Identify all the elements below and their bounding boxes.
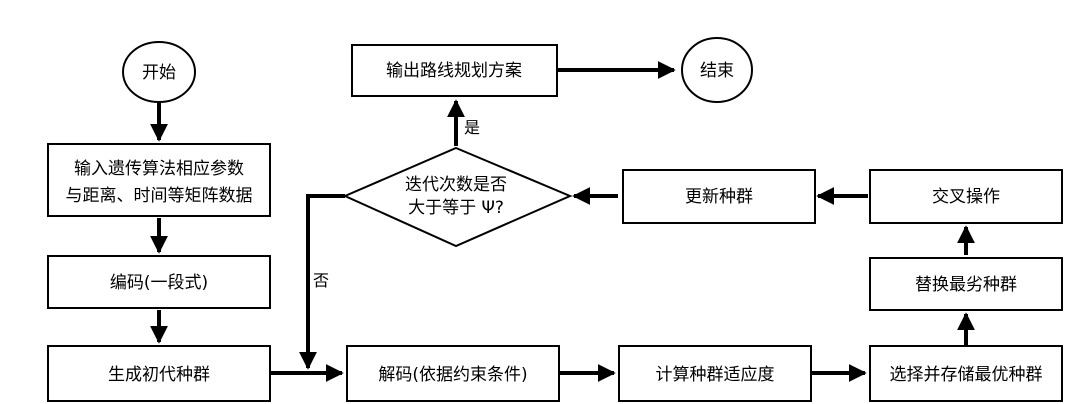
decode-node: 解码(依据约束条件) (346, 345, 560, 402)
output-plan-node: 输出路线规划方案 (351, 44, 558, 97)
crossover-node: 交叉操作 (869, 169, 1063, 224)
select-best-node: 选择并存储最优种群 (869, 345, 1063, 402)
input-params-label-line2: 与距离、时间等矩阵数据 (66, 186, 253, 206)
edge-condition-to-decode-no (299, 194, 345, 370)
end-node: 结束 (681, 37, 753, 103)
condition-label-line1: 迭代次数是否 (405, 175, 507, 195)
iteration-condition-node: 迭代次数是否 大于等于 Ψ? (342, 146, 573, 248)
fitness-label: 计算种群适应度 (656, 365, 775, 385)
fitness-node: 计算种群适应度 (618, 345, 812, 402)
start-label: 开始 (142, 63, 176, 83)
init-population-label: 生成初代种群 (108, 365, 210, 385)
update-population-node: 更新种群 (622, 169, 816, 224)
end-label: 结束 (700, 61, 734, 81)
start-node: 开始 (122, 41, 196, 103)
crossover-label: 交叉操作 (932, 187, 1000, 207)
input-params-label-line1: 输入遗传算法相应参数 (74, 159, 244, 179)
update-population-label: 更新种群 (685, 187, 753, 207)
output-plan-label: 输出路线规划方案 (386, 61, 522, 81)
decode-label: 解码(依据约束条件) (378, 365, 527, 385)
edge-label-no: 否 (313, 271, 329, 290)
edge-label-yes: 是 (464, 118, 480, 137)
encode-label: 编码(一段式) (110, 273, 208, 293)
replace-worst-label: 替换最劣种群 (915, 275, 1017, 295)
init-population-node: 生成初代种群 (47, 345, 271, 402)
select-best-label: 选择并存储最优种群 (890, 365, 1043, 385)
encode-node: 编码(一段式) (47, 255, 271, 309)
input-params-node: 输入遗传算法相应参数 与距离、时间等矩阵数据 (47, 143, 271, 217)
replace-worst-node: 替换最劣种群 (869, 257, 1063, 311)
condition-label-line2: 大于等于 Ψ? (408, 198, 504, 218)
